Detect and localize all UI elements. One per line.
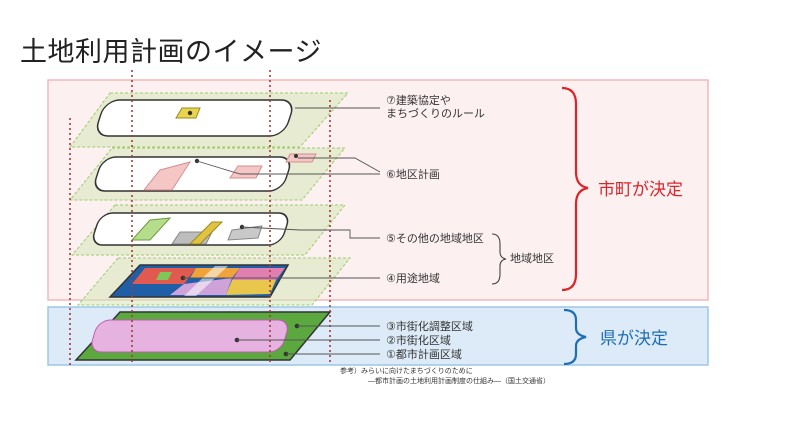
layer-5-other-districts <box>70 204 347 256</box>
layer-2-label: ②市街化区域 <box>386 333 451 347</box>
layer-1-3-city-planning-area <box>74 311 332 361</box>
layer-4-label: ④用途地域 <box>386 271 440 285</box>
district-bracket <box>491 233 507 285</box>
leader-lines <box>183 107 381 355</box>
layer-5-label: ⑤その他の地域地区 <box>386 232 484 245</box>
prefecture-decision-label: 県が決定 <box>600 329 668 349</box>
slide-title: 土地利用計画のイメージ <box>20 37 322 68</box>
source-line-1: 参考）みらいに向けたまちづくりのために <box>340 366 473 375</box>
layer-6-label: ⑥地区計画 <box>386 167 440 181</box>
prefecture-bracket <box>563 308 587 366</box>
layer-1-label: ①都市計画区域 <box>386 347 462 361</box>
district-bracket-label: 地域地区 <box>510 252 554 265</box>
layer-7-label-line1: ⑦建築協定や <box>386 93 451 107</box>
dotted-guides <box>69 70 331 365</box>
layer-6-district-plan <box>68 147 347 201</box>
layer-7-label-line2: まちづくりのルール <box>386 107 485 120</box>
source-line-2: ―都市計画の土地利用計画制度の仕組み―（国土交通省） <box>368 376 550 385</box>
layer-4-use-districts <box>76 257 352 306</box>
layer-7-building-agreement <box>69 92 350 148</box>
municipal-bracket <box>561 86 589 292</box>
municipal-decision-label: 市町が決定 <box>598 180 683 200</box>
layer-3-label: ③市街化調整区域 <box>386 319 473 333</box>
